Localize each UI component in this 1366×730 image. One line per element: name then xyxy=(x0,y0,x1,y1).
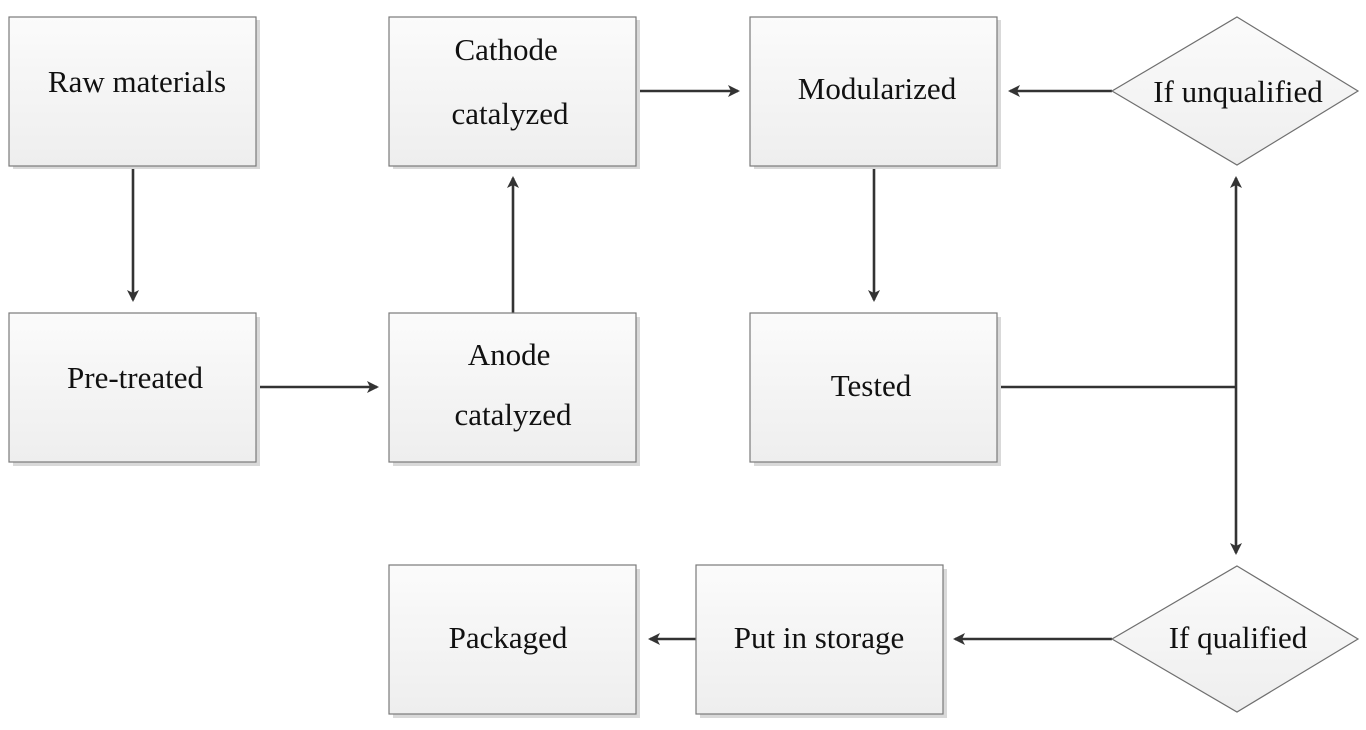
node-label-line: Anode xyxy=(468,337,551,372)
decision-if-qualified: If qualified xyxy=(1110,565,1360,713)
node-label: Tested xyxy=(831,368,912,403)
node-anode-catalyzed: Anode catalyzed xyxy=(388,312,640,466)
node-label: Anode catalyzed xyxy=(454,337,572,432)
node-label: Packaged xyxy=(449,620,568,655)
node-tested: Tested xyxy=(749,312,1001,466)
node-label-line: Pre-treated xyxy=(67,360,203,395)
node-raw-materials: Raw materials xyxy=(8,16,260,169)
node-label-line: Cathode xyxy=(454,32,557,67)
connectors xyxy=(127,85,1242,645)
node-label-line: Tested xyxy=(831,368,912,403)
node-packaged: Packaged xyxy=(388,564,640,718)
node-label: Raw materials xyxy=(48,64,226,99)
node-label-line: If qualified xyxy=(1169,620,1308,655)
node-label: Pre-treated xyxy=(67,360,203,395)
node-label: If qualified xyxy=(1169,620,1308,655)
node-label: If unqualified xyxy=(1153,74,1323,109)
node-label: Cathode catalyzed xyxy=(451,32,569,131)
node-pre-treated: Pre-treated xyxy=(8,312,260,466)
node-cathode-catalyzed: Cathode catalyzed xyxy=(388,16,640,169)
node-label: Put in storage xyxy=(734,620,905,655)
node-put-in-storage: Put in storage xyxy=(695,564,947,718)
node-modularized: Modularized xyxy=(749,16,1001,169)
node-label-line: catalyzed xyxy=(451,96,569,131)
node-label-line: Packaged xyxy=(449,620,568,655)
node-label-line: If unqualified xyxy=(1153,74,1323,109)
decision-if-unqualified: If unqualified xyxy=(1110,16,1360,166)
node-label: Modularized xyxy=(798,71,957,106)
node-label-line: Put in storage xyxy=(734,620,905,655)
node-label-line: Raw materials xyxy=(48,64,226,99)
node-label-line: Modularized xyxy=(798,71,957,106)
node-label-line: catalyzed xyxy=(454,397,572,432)
